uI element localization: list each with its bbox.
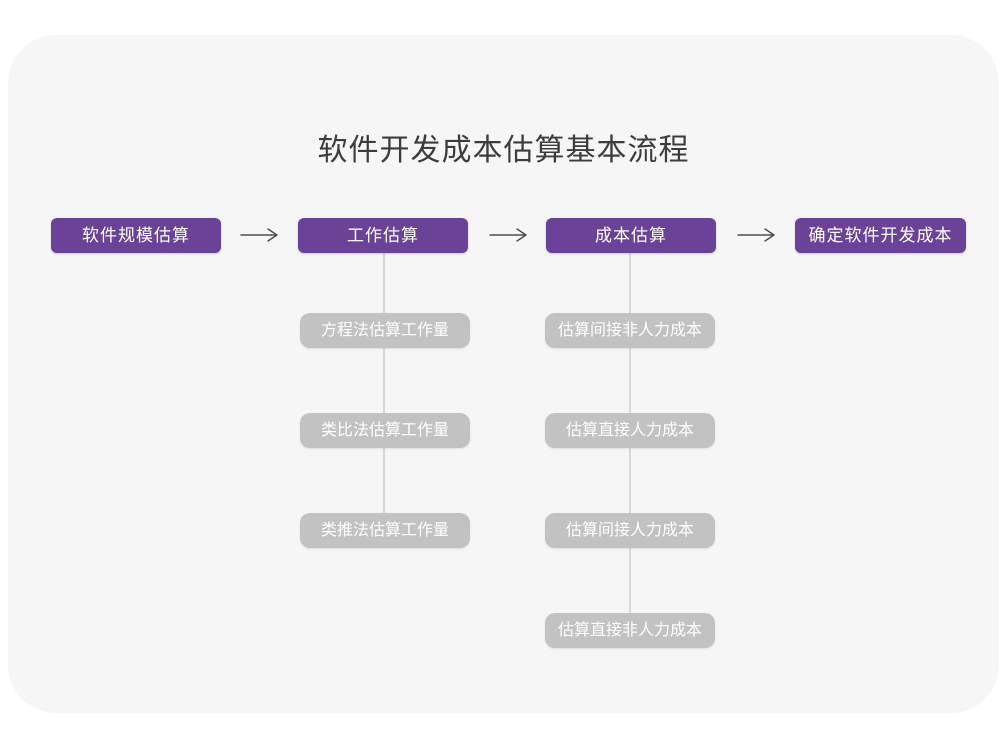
substep-extrapolation-method-effort: 类推法估算工作量	[300, 513, 470, 548]
arrow-right-icon	[737, 228, 775, 242]
stage-work-estimation: 工作估算	[298, 218, 468, 253]
substep-direct-nonlabor-cost: 估算直接非人力成本	[545, 613, 715, 648]
arrow-right-icon	[489, 228, 527, 242]
stage-software-size-estimation: 软件规模估算	[51, 218, 221, 253]
substep-indirect-nonlabor-cost: 估算间接非人力成本	[545, 313, 715, 348]
connector-work-estimation-substeps	[383, 253, 385, 515]
stage-determine-development-cost: 确定软件开发成本	[795, 218, 966, 253]
diagram-canvas: 软件开发成本估算基本流程 软件规模估算 工作估算 成本估算 确定软件开发成本 方…	[8, 35, 999, 713]
substep-direct-labor-cost: 估算直接人力成本	[545, 413, 715, 448]
stage-cost-estimation: 成本估算	[546, 218, 716, 253]
diagram-title: 软件开发成本估算基本流程	[317, 134, 690, 167]
arrow-right-icon	[240, 228, 278, 242]
substep-indirect-labor-cost: 估算间接人力成本	[545, 513, 715, 548]
substep-equation-method-effort: 方程法估算工作量	[300, 313, 470, 348]
substep-analogy-method-effort: 类比法估算工作量	[300, 413, 470, 448]
